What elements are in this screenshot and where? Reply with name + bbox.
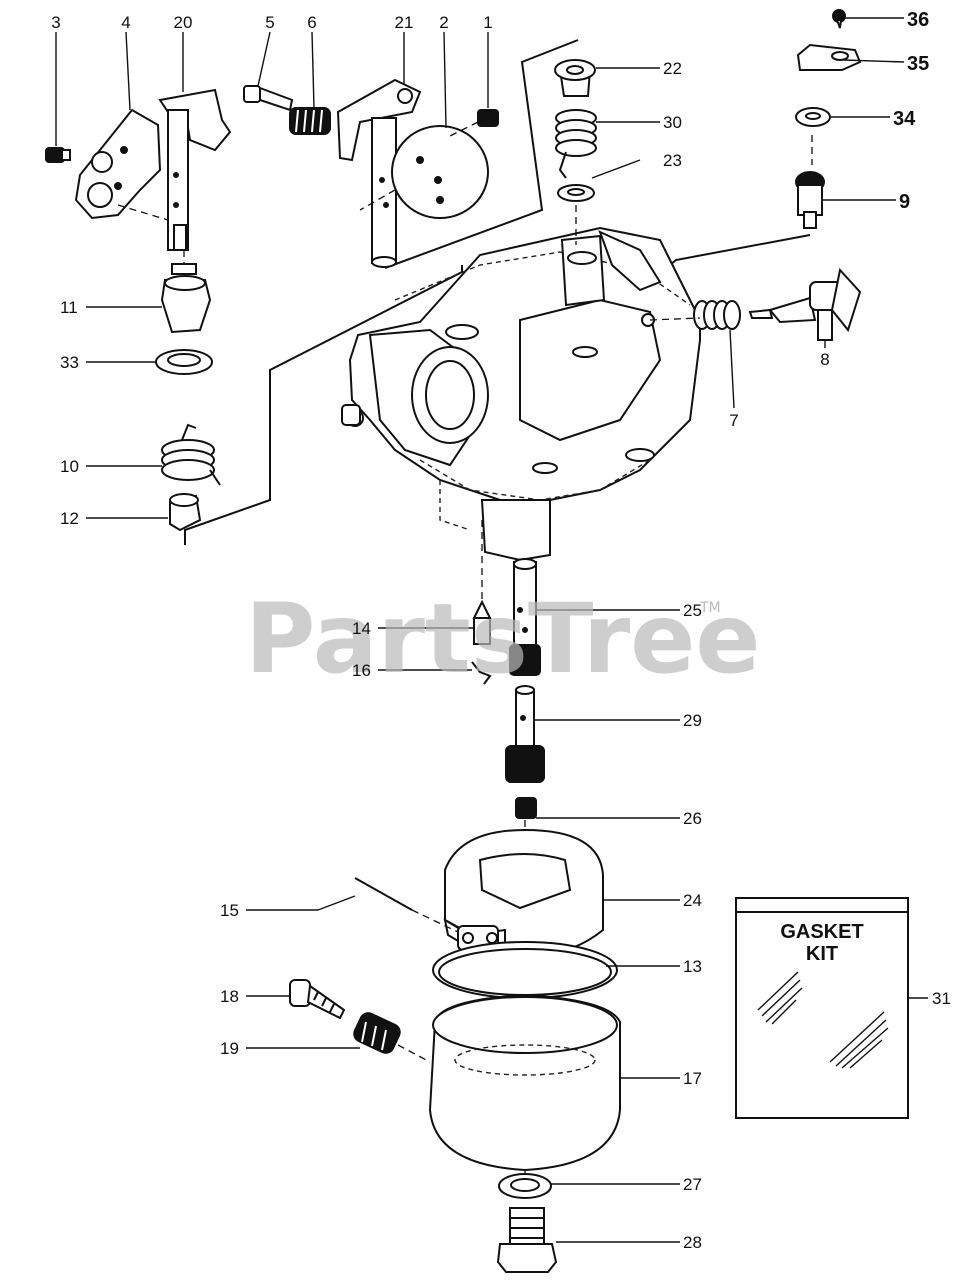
callout-6: 6 (307, 13, 316, 32)
callout-7: 7 (729, 411, 738, 430)
choke-plate (74, 108, 162, 220)
choke-seal-ring-inner (167, 353, 201, 367)
float-bowl (428, 993, 621, 1172)
callout-3: 3 (51, 13, 60, 32)
callout-8: 8 (820, 350, 829, 369)
callout-10: 10 (60, 457, 79, 476)
callout-18: 18 (220, 987, 239, 1006)
callout-30: 30 (663, 113, 682, 132)
carburetor-body (341, 226, 701, 562)
main-jet (515, 797, 537, 819)
choke-bushing-cap (169, 493, 202, 532)
callout-12: 12 (60, 509, 79, 528)
mixture-spring (693, 300, 741, 330)
fuel-clip (796, 43, 862, 71)
callout-2: 2 (439, 13, 448, 32)
callout-20: 20 (174, 13, 193, 32)
callout-24: 24 (683, 891, 702, 910)
bowl-screw (289, 979, 346, 1020)
inlet-spring (555, 109, 597, 179)
callout-35: 35 (907, 53, 929, 75)
leader-lines (55, 17, 928, 1243)
route-line-left (184, 265, 463, 545)
callout-17: 17 (683, 1069, 702, 1088)
gasket-kit-glare-2 (829, 1011, 889, 1069)
inlet-fitting (554, 59, 596, 97)
drain-washer-inner (510, 1178, 540, 1192)
callout-21: 21 (395, 13, 414, 32)
choke-return-spring (161, 423, 221, 486)
fuel-seal-washer-inner (805, 112, 821, 120)
bowl-screw-spring (353, 1012, 401, 1054)
callout-9: 9 (899, 191, 910, 213)
dash-throttle-plate (359, 189, 396, 211)
throttle-plate-screw (445, 109, 499, 139)
callout-22: 22 (663, 59, 682, 78)
idle-jet (505, 685, 545, 783)
gasket-kit-subtitle: KIT (806, 943, 838, 965)
drain-plug (496, 1207, 558, 1273)
callout-4: 4 (121, 13, 130, 32)
inlet-washer-inner (567, 188, 585, 196)
gasket-kit-box: GASKET KIT (735, 897, 909, 1119)
callout-11: 11 (60, 298, 78, 317)
choke-shaft (158, 88, 232, 251)
callout-27: 27 (683, 1175, 702, 1194)
callout-28: 28 (683, 1233, 702, 1252)
throttle-shaft (336, 78, 422, 268)
watermark-trademark: TM (699, 600, 721, 616)
gasket-kit-title: GASKET (780, 921, 863, 943)
idle-speed-screw (243, 85, 294, 112)
dash-choke-plate (117, 204, 169, 221)
callout-23: 23 (663, 151, 682, 170)
callout-14: 14 (352, 619, 371, 638)
partstree-watermark: PartsTree (245, 583, 760, 695)
throttle-plate (391, 125, 489, 219)
callout-33: 33 (60, 353, 79, 372)
mixture-needle (748, 267, 862, 341)
bowl-gasket-inner (438, 948, 612, 996)
callout-1: 1 (483, 13, 492, 32)
callout-5: 5 (265, 13, 274, 32)
route-line-top (384, 39, 579, 269)
callout-26: 26 (683, 809, 702, 828)
main-nozzle (509, 558, 541, 676)
fuel-screw-small (832, 9, 846, 29)
inlet-needle (472, 599, 492, 645)
callout-19: 19 (220, 1039, 239, 1058)
callout-13: 13 (683, 957, 702, 976)
idle-speed-spring (289, 107, 331, 135)
callout-16: 16 (352, 661, 371, 680)
callout-15: 15 (220, 901, 239, 920)
callout-29: 29 (683, 711, 702, 730)
gasket-kit-glare-1 (757, 971, 803, 1025)
callout-25: 25 (683, 601, 702, 620)
needle-clip (471, 661, 492, 685)
dash-mixture-axis (649, 317, 701, 321)
choke-bushing (160, 263, 212, 334)
choke-shaft-screw (45, 147, 71, 163)
callout-36: 36 (907, 9, 929, 31)
callout-34: 34 (893, 108, 916, 130)
callout-labels: 3 4 20 5 6 21 2 1 22 30 23 36 35 34 9 8 … (51, 9, 951, 1252)
float-pin (354, 877, 459, 933)
fuel-inlet-fitting (795, 171, 825, 229)
callout-31: 31 (932, 989, 951, 1008)
dash-bowl-screw-axis (397, 1044, 431, 1063)
